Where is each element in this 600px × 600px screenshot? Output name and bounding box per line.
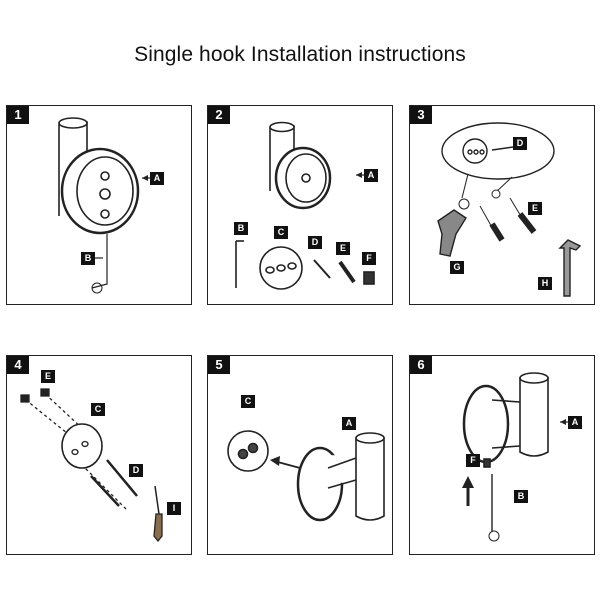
step-1-illustration (58, 117, 154, 294)
step-5-number: 5 (208, 356, 230, 374)
step-1-number: 1 (7, 106, 29, 124)
label-b: B (514, 490, 528, 503)
label-c: C (274, 226, 288, 239)
label-a: A (150, 172, 164, 185)
step-1-panel: 1 A B (6, 105, 192, 305)
label-a: A (364, 169, 378, 182)
step-6-panel: 6 A F B (409, 355, 595, 555)
step-3-illustration (437, 122, 582, 297)
label-c: C (91, 403, 105, 416)
step-5-panel: 5 C A (207, 355, 393, 555)
label-b: B (81, 252, 95, 265)
step-4-illustration (20, 388, 163, 543)
step-4-panel: 4 E C D I (6, 355, 192, 555)
label-i: I (167, 502, 181, 515)
label-e: E (41, 370, 55, 383)
label-e: E (336, 242, 350, 255)
step-6-illustration (462, 372, 570, 542)
label-h: H (538, 277, 552, 290)
label-a: A (342, 417, 356, 430)
step-2-panel: 2 A B C D E F (207, 105, 393, 305)
label-d: D (129, 464, 143, 477)
step-4-number: 4 (7, 356, 29, 374)
label-f: F (466, 454, 480, 467)
label-a: A (568, 416, 582, 429)
label-g: G (450, 261, 464, 274)
page-title: Single hook Installation instructions (134, 43, 466, 66)
step-3-panel: 3 D E G H (409, 105, 595, 305)
step-3-number: 3 (410, 106, 432, 124)
step-2-number: 2 (208, 106, 230, 124)
label-f: F (362, 252, 376, 265)
label-b: B (234, 222, 248, 235)
label-d: D (308, 236, 322, 249)
label-c: C (241, 395, 255, 408)
step-2-illustration (235, 121, 375, 290)
label-e: E (528, 202, 542, 215)
step-5-illustration (227, 430, 385, 522)
label-d: D (513, 137, 527, 150)
step-6-number: 6 (410, 356, 432, 374)
